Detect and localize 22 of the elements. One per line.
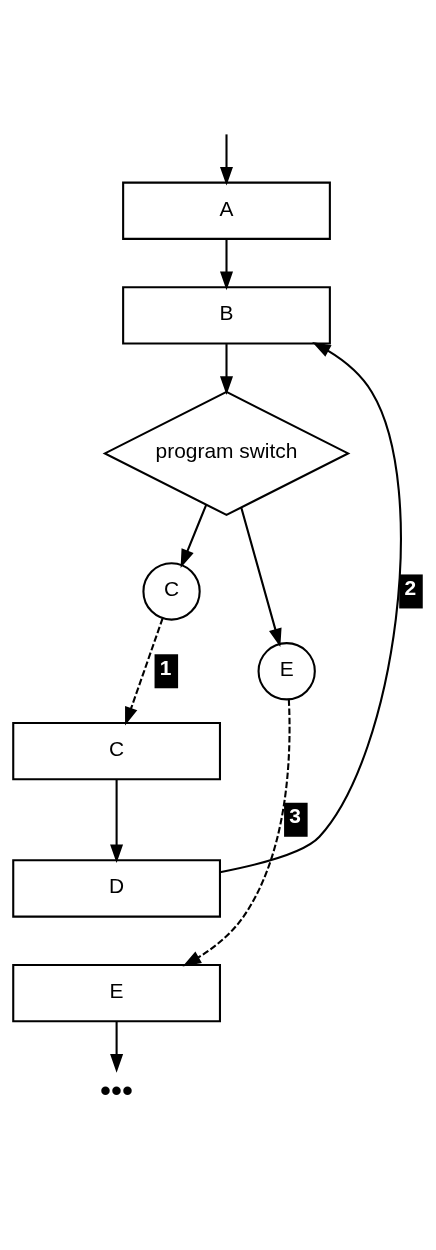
arrow (220, 134, 233, 186)
node-text: ••• (100, 1073, 134, 1109)
node-box: B (122, 286, 331, 345)
edge-label: 2 (404, 576, 417, 600)
arrow (182, 699, 291, 967)
node-circle: C (142, 562, 201, 621)
arrow (110, 1021, 124, 1073)
arrow (240, 507, 282, 648)
arrow (219, 342, 402, 874)
arrow (110, 779, 124, 864)
node-circle: E (257, 642, 316, 701)
edge-label: 1 (159, 655, 172, 679)
node-box: C (12, 721, 221, 781)
arrow (220, 344, 233, 395)
node-box: A (122, 181, 331, 240)
node-box: E (12, 963, 221, 1023)
arrow (180, 504, 208, 568)
arrow (125, 618, 164, 726)
node-box: D (12, 859, 221, 918)
edge-label: 3 (289, 804, 301, 828)
arrow (220, 239, 233, 291)
node-diamond: program switch (102, 390, 351, 517)
